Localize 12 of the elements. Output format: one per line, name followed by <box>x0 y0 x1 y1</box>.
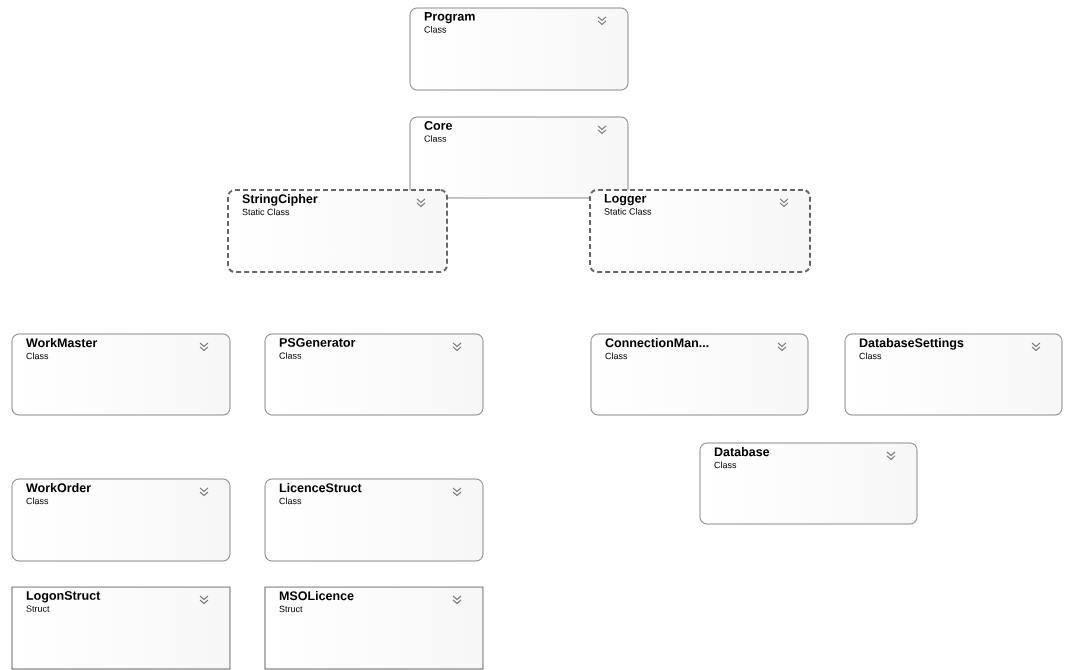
class-box: PSGenerator Class <box>264 333 484 416</box>
class-box: LicenceStruct Class <box>264 478 484 562</box>
class-box: Logger Static Class <box>589 189 811 273</box>
class-box: StringCipher Static Class <box>227 189 448 273</box>
class-box: DatabaseSettings Class <box>844 333 1063 416</box>
class-box: Database Class <box>699 442 918 525</box>
class-box: ConnectionMan... Class <box>590 333 809 416</box>
class-box: LogonStruct Struct <box>11 586 231 670</box>
class-box: MSOLicence Struct <box>264 586 484 670</box>
class-box: WorkOrder Class <box>11 478 231 562</box>
class-box: Program Class <box>409 7 629 91</box>
class-box: WorkMaster Class <box>11 333 231 416</box>
